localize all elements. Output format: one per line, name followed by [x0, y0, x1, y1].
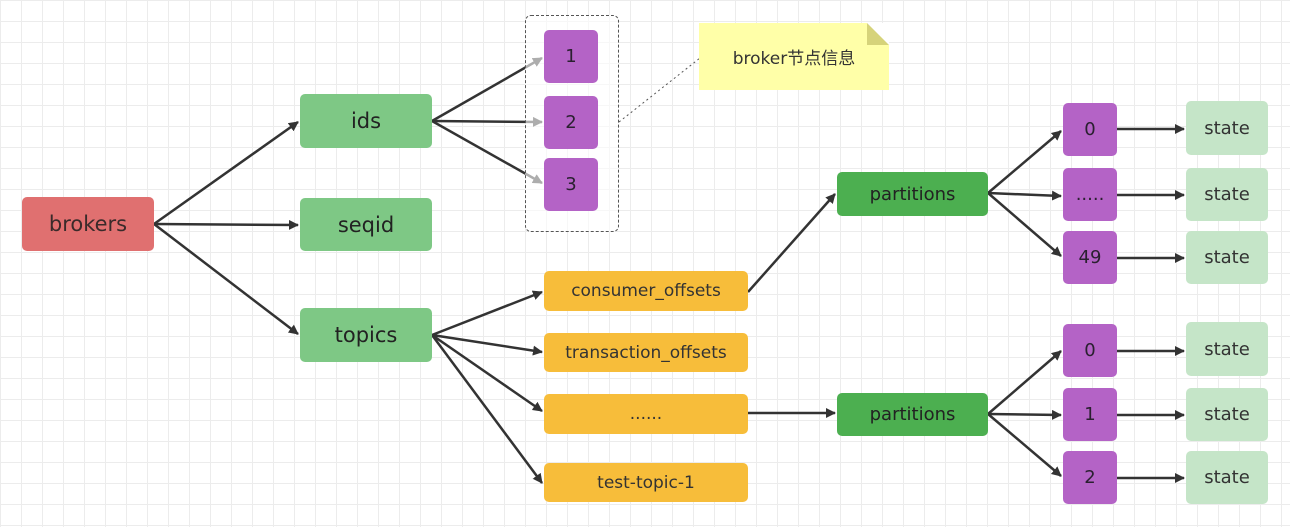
edge-pa-0 [987, 130, 1062, 194]
edge-topics-test [430, 334, 544, 484]
note-connector [618, 57, 701, 123]
edge-pb-0 [987, 350, 1062, 415]
topic-test-topic-1: test-topic-1 [544, 463, 748, 502]
seqid-node: seqid [300, 198, 432, 251]
edge-topics-ellipsis [431, 333, 543, 413]
partitions-node-a: partitions [837, 172, 988, 216]
topic-consumer-offsets: consumer_offsets [544, 271, 748, 311]
state-b-1: state [1186, 388, 1268, 441]
state-b-2: state [1186, 451, 1268, 504]
broker-info-note: broker节点信息 [699, 23, 889, 90]
edge-brokers-ids [153, 120, 299, 226]
topics-node: topics [300, 308, 432, 362]
note-fold [867, 23, 889, 45]
edge-pa-49 [987, 192, 1062, 257]
partition-b-1: 1 [1063, 388, 1117, 441]
edge-brokers-seqid [153, 219, 299, 230]
ids-node: ids [300, 94, 432, 148]
edge-consumer-partitions [747, 193, 836, 293]
partition-b-0: 0 [1063, 324, 1117, 377]
state-a-0: state [1186, 101, 1268, 155]
broker-id-3: 3 [544, 158, 598, 211]
partition-a-49: 49 [1063, 231, 1117, 284]
topic-transaction-offsets: transaction_offsets [544, 333, 748, 372]
state-a-49: state [1186, 231, 1268, 284]
edge-pb-2 [987, 413, 1062, 477]
broker-id-1: 1 [544, 30, 598, 83]
brokers-node: brokers [22, 197, 154, 251]
state-b-0: state [1186, 322, 1268, 376]
edge-brokers-topics [153, 223, 299, 335]
broker-id-2: 2 [544, 96, 598, 149]
edge-pa-dots [987, 190, 1062, 201]
note-text: broker节点信息 [732, 49, 856, 69]
edge-topics-transaction [431, 333, 543, 356]
topic-ellipsis: ...... [544, 394, 748, 434]
edge-ids-3 [431, 119, 543, 185]
edge-topics-consumer [431, 290, 543, 337]
partition-b-2: 2 [1063, 451, 1117, 504]
edge-ids-2 [431, 116, 543, 127]
partition-a-0: 0 [1063, 103, 1117, 156]
edge-ids-1 [431, 56, 543, 123]
edge-pb-1 [987, 409, 1062, 420]
partitions-node-b: partitions [837, 393, 988, 436]
partition-a-ellipsis: ..... [1063, 168, 1117, 221]
state-a-ellipsis: state [1186, 168, 1268, 221]
